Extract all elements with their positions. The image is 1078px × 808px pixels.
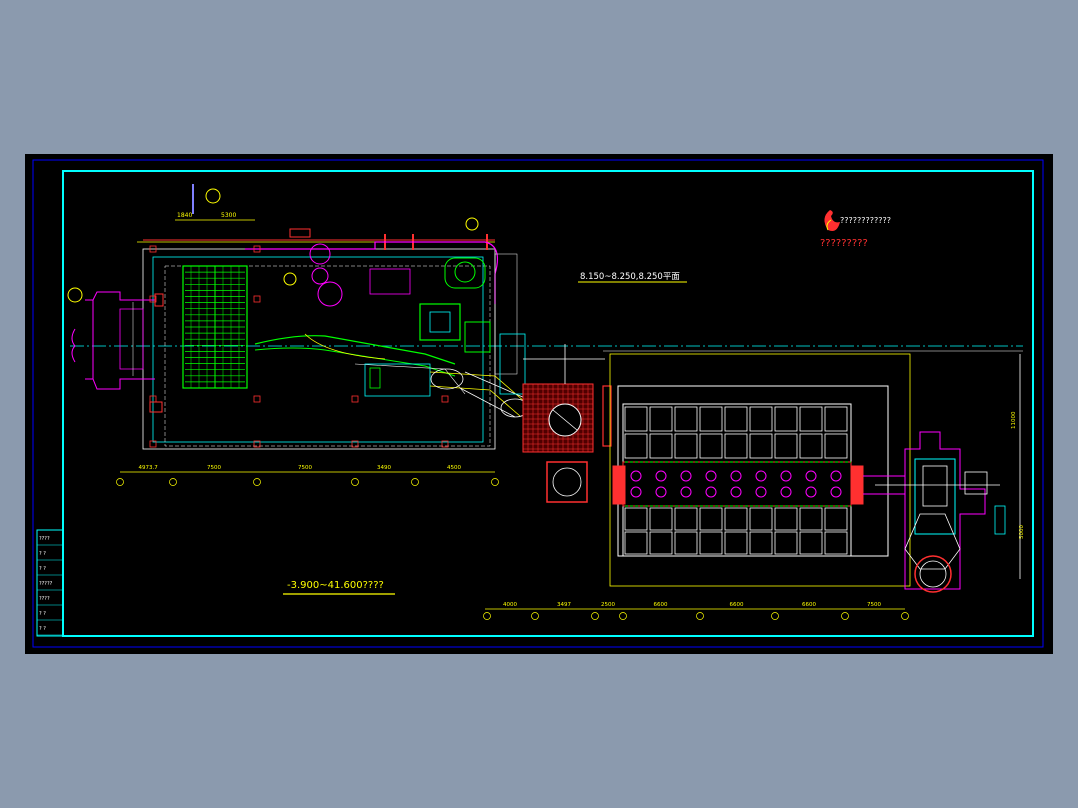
title-block-row: ? ?	[39, 551, 46, 557]
cad-drawing: ???? ? ? ? ?????????? ? ? ? ? 1840 5300	[32, 159, 1044, 648]
plan-label: 8.150~8.250,8.250平面	[580, 272, 680, 282]
dim-bottom-left-label: 7500	[298, 465, 312, 471]
outer-frame	[32, 159, 1044, 648]
company-logo: ???????????? ?????????	[820, 210, 891, 249]
dim-right-1: 11000	[1011, 411, 1017, 429]
dim-bottom-right-label: 4000	[503, 602, 517, 608]
dim-top-2: 5300	[221, 212, 236, 219]
left-plan: 1840 5300	[67, 184, 518, 486]
company-text: ?????????	[820, 238, 868, 249]
title-block-row: ? ?	[39, 566, 46, 572]
dim-bottom-right-label: 3497	[557, 602, 571, 608]
elevation-label: -3.900~41.600????	[287, 580, 384, 591]
tower-section	[522, 344, 612, 503]
dim-bottom-right-label: 7500	[867, 602, 881, 608]
dim-bottom-right-label: 6600	[802, 602, 816, 608]
logo-text: ????????????	[840, 216, 891, 225]
title-block-row: ????	[39, 536, 50, 542]
connector	[429, 333, 530, 418]
drawing-border	[62, 170, 1034, 637]
title-block: ???? ? ? ? ?????????? ? ? ? ?	[36, 529, 64, 637]
title-block-row: ? ?	[39, 626, 46, 632]
dim-bottom-left-label: 7500	[207, 465, 221, 471]
fan-stack: 11000 5000	[875, 354, 1025, 593]
cad-viewport[interactable]: ???? ? ? ? ?????????? ? ? ? ? 1840 5300	[25, 154, 1053, 654]
title-block-row: ? ?	[39, 611, 46, 617]
dim-bottom-left-label: 4500	[447, 465, 461, 471]
dim-bottom-right-label: 6600	[730, 602, 744, 608]
title-block-row: ????	[39, 596, 50, 602]
bag-filter	[603, 350, 1023, 587]
dim-bottom-left-label: 4973.7	[139, 465, 159, 471]
dim-right-2: 5000	[1019, 525, 1025, 539]
dim-bottom-right-label: 6600	[654, 602, 668, 608]
dim-bottom-right-label: 2500	[601, 602, 615, 608]
title-block-row: ?????	[39, 581, 53, 587]
dim-top-1: 1840	[177, 212, 192, 219]
dim-bottom-left-label: 3490	[377, 465, 391, 471]
